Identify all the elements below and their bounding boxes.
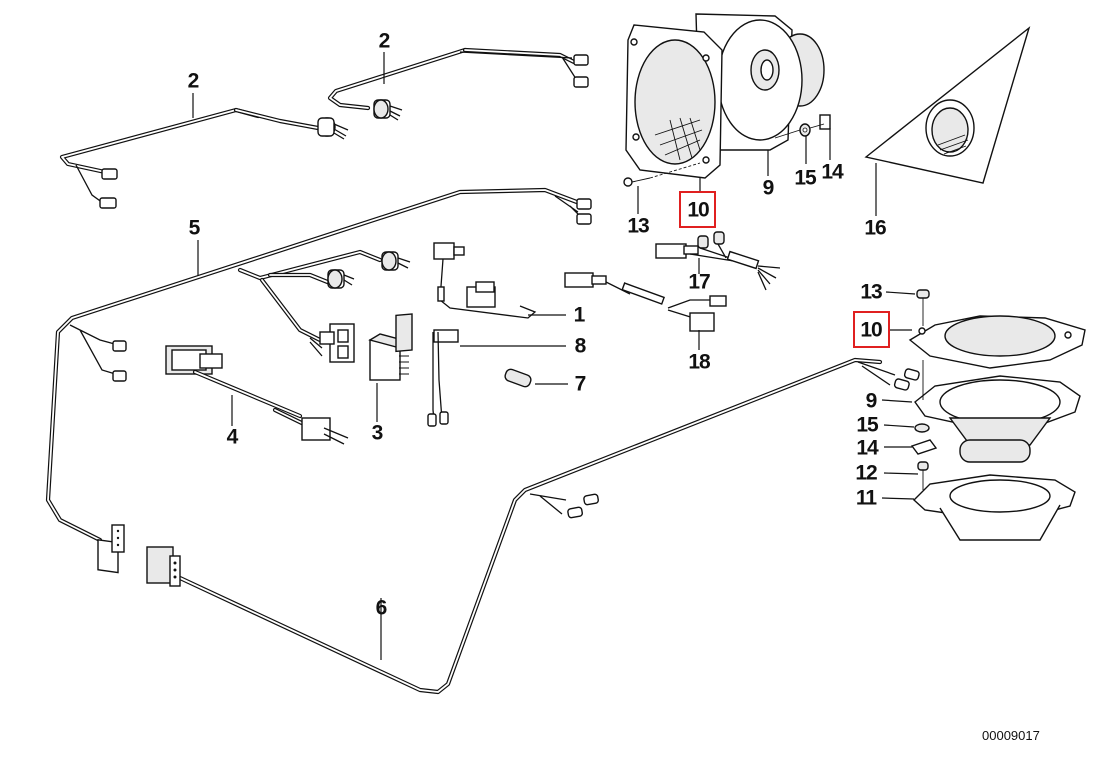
- speaker-cover-square[interactable]: [625, 24, 723, 179]
- speaker-lead-upper[interactable]: [655, 231, 781, 291]
- callout-16[interactable]: 16: [864, 216, 886, 240]
- callout-18[interactable]: 18: [688, 350, 710, 374]
- rear-wiring-harness[interactable]: [97, 357, 920, 695]
- callout-5[interactable]: 5: [188, 216, 201, 240]
- highlight-box-10-upper: [679, 191, 716, 228]
- callout-2-right[interactable]: 2: [378, 29, 391, 53]
- callout-15-upper[interactable]: 15: [794, 166, 816, 190]
- callout-6[interactable]: 6: [375, 596, 388, 620]
- speaker-cable-right[interactable]: [327, 47, 589, 121]
- callout-15-lower[interactable]: 15: [856, 413, 878, 437]
- leader-lines: [192, 52, 919, 660]
- screw-small[interactable]: [917, 461, 929, 490]
- callout-11[interactable]: 11: [855, 486, 877, 510]
- callout-2-left[interactable]: 2: [187, 69, 200, 93]
- speaker-oval[interactable]: [914, 360, 1081, 463]
- callout-17[interactable]: 17: [688, 270, 710, 294]
- callout-13-lower[interactable]: 13: [860, 280, 882, 304]
- callout-14-upper[interactable]: 14: [821, 160, 843, 184]
- highlight-box-10-lower: [853, 311, 890, 348]
- washer-upper[interactable]: [774, 123, 811, 139]
- tweeter-trim-triangle[interactable]: [864, 26, 1031, 184]
- callout-10-upper[interactable]: 10: [687, 198, 709, 222]
- adapter-cable[interactable]: [165, 345, 349, 445]
- multi-pin-socket: [146, 546, 174, 584]
- screw-lower[interactable]: [916, 289, 930, 326]
- speaker-cable-left[interactable]: [59, 107, 349, 209]
- speaker-cover-oval[interactable]: [908, 315, 1086, 369]
- speaker-housing[interactable]: [912, 474, 1076, 541]
- clip-nut-upper[interactable]: [809, 114, 831, 130]
- switch-lead[interactable]: [427, 329, 459, 427]
- callout-3[interactable]: 3: [371, 421, 384, 445]
- washer-lower[interactable]: [914, 423, 930, 433]
- callout-12[interactable]: 12: [855, 461, 877, 485]
- spade-terminal: [99, 197, 117, 209]
- callout-9-lower[interactable]: 9: [865, 389, 878, 413]
- callout-13-upper[interactable]: 13: [627, 214, 649, 238]
- callout-4[interactable]: 4: [226, 425, 239, 449]
- speaker-lead-lower[interactable]: [564, 272, 727, 332]
- relay-module[interactable]: [368, 313, 413, 381]
- callout-14-lower[interactable]: 14: [856, 436, 878, 460]
- clip-nut-lower[interactable]: [910, 439, 938, 455]
- spade-terminal: [101, 168, 118, 180]
- callout-7[interactable]: 7: [574, 372, 587, 396]
- document-number: 00009017: [982, 728, 1040, 743]
- connector-lead[interactable]: [433, 242, 537, 319]
- callout-10-lower[interactable]: 10: [860, 318, 882, 342]
- callout-1[interactable]: 1: [573, 303, 586, 327]
- plug-pin[interactable]: [504, 368, 533, 388]
- callout-9-upper[interactable]: 9: [762, 176, 775, 200]
- screw-upper[interactable]: [623, 162, 701, 187]
- callout-8[interactable]: 8: [574, 334, 587, 358]
- main-wiring-harness[interactable]: [45, 187, 592, 543]
